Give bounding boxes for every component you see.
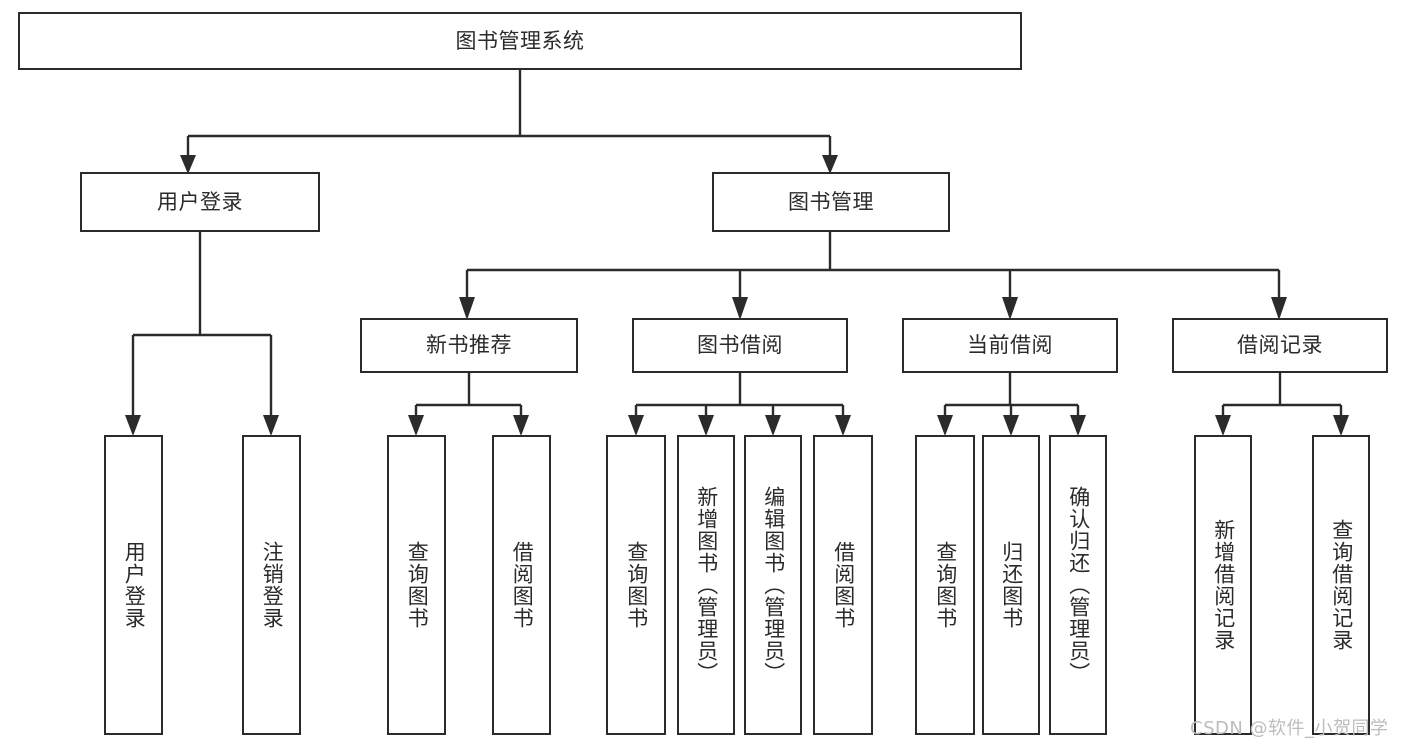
node-user-login-label: 用户登录 [157,189,243,214]
node-current-borrow[interactable]: 当前借阅 [902,318,1118,373]
node-leaf-logout-label: 注销登录 [260,541,285,629]
node-leaf-borrow-book-recommend-label: 借阅图书 [510,541,535,629]
node-leaf-add-book-admin[interactable]: 新增图书（管理员） [677,435,735,735]
node-leaf-query-borrow-record[interactable]: 查询借阅记录 [1312,435,1370,735]
node-leaf-borrow-book-recommend[interactable]: 借阅图书 [492,435,551,735]
node-leaf-user-login-label: 用户登录 [122,541,147,629]
node-leaf-user-login[interactable]: 用户登录 [104,435,163,735]
node-leaf-add-borrow-record[interactable]: 新增借阅记录 [1194,435,1252,735]
node-leaf-query-borrow-record-label: 查询借阅记录 [1329,519,1354,651]
node-leaf-query-book-recommend-label: 查询图书 [405,541,430,629]
node-leaf-query-book-current[interactable]: 查询图书 [915,435,975,735]
node-book-borrow-label: 图书借阅 [697,333,783,358]
node-leaf-borrow-book-label: 借阅图书 [831,541,856,629]
node-borrow-record[interactable]: 借阅记录 [1172,318,1388,373]
node-current-borrow-label: 当前借阅 [967,333,1053,358]
node-leaf-confirm-return-admin[interactable]: 确认归还（管理员） [1049,435,1107,735]
node-book-borrow[interactable]: 图书借阅 [632,318,848,373]
node-leaf-confirm-return-admin-label: 确认归还（管理员） [1066,486,1091,684]
node-new-book-recommend-label: 新书推荐 [426,333,512,358]
node-leaf-query-book-current-label: 查询图书 [933,541,958,629]
node-user-login[interactable]: 用户登录 [80,172,320,232]
node-leaf-borrow-book[interactable]: 借阅图书 [813,435,873,735]
node-leaf-return-book-label: 归还图书 [999,541,1024,629]
node-leaf-edit-book-admin[interactable]: 编辑图书（管理员） [744,435,802,735]
node-leaf-edit-book-admin-label: 编辑图书（管理员） [761,486,786,684]
node-new-book-recommend[interactable]: 新书推荐 [360,318,578,373]
node-root-label: 图书管理系统 [455,28,585,53]
node-leaf-add-book-admin-label: 新增图书（管理员） [694,486,719,684]
node-leaf-logout[interactable]: 注销登录 [242,435,301,735]
node-root[interactable]: 图书管理系统 [18,12,1022,70]
node-leaf-return-book[interactable]: 归还图书 [982,435,1040,735]
node-leaf-query-book-recommend[interactable]: 查询图书 [387,435,446,735]
node-borrow-record-label: 借阅记录 [1237,333,1323,358]
node-leaf-query-book-borrow[interactable]: 查询图书 [606,435,666,735]
node-leaf-add-borrow-record-label: 新增借阅记录 [1211,519,1236,651]
node-leaf-query-book-borrow-label: 查询图书 [624,541,649,629]
node-book-management[interactable]: 图书管理 [712,172,950,232]
node-book-management-label: 图书管理 [788,189,874,214]
